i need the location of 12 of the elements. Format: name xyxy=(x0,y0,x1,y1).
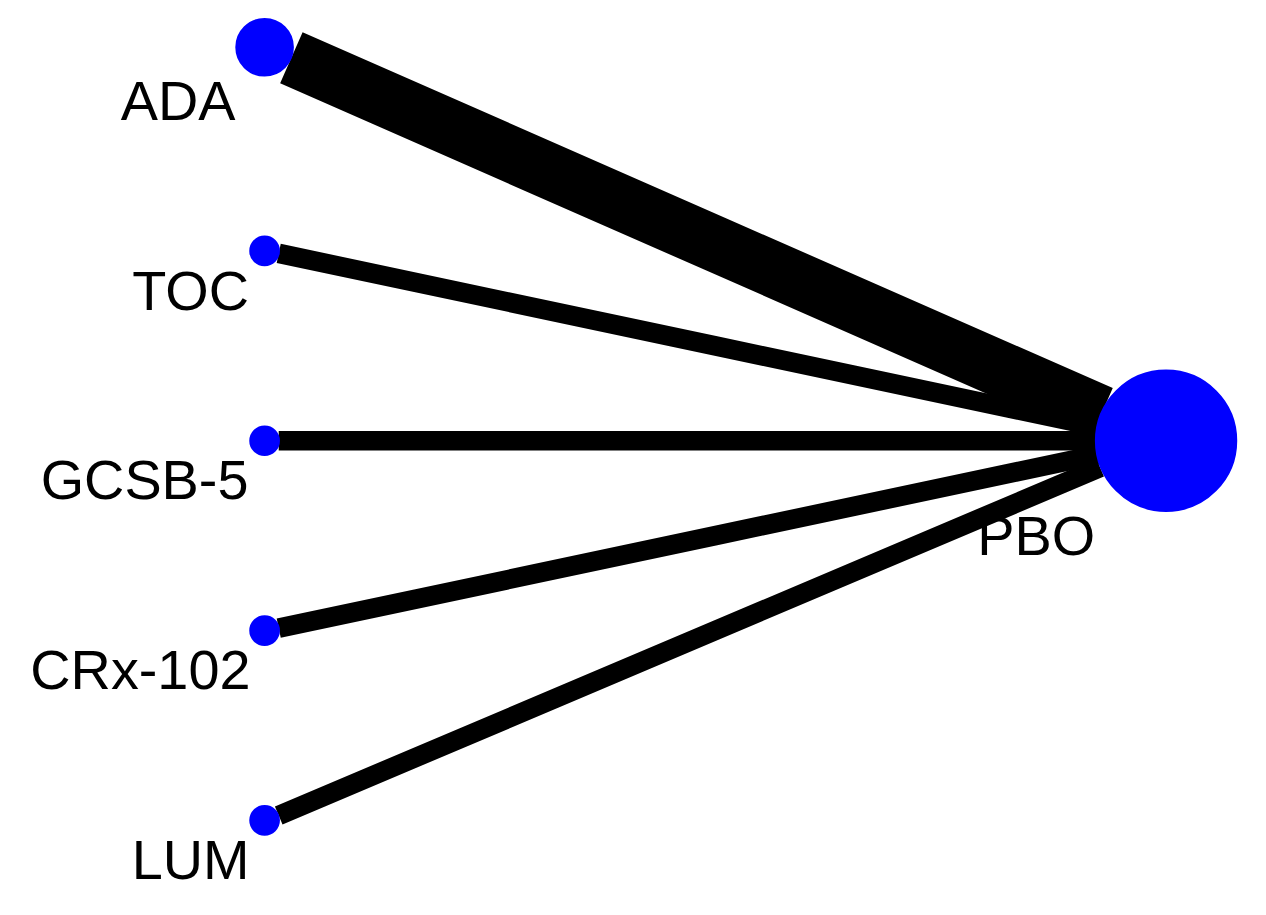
node-label: CRx-102 xyxy=(30,638,251,702)
node-circle xyxy=(249,615,280,646)
node-circle xyxy=(249,425,280,457)
node-circle xyxy=(1094,369,1238,512)
node-label: GCSB-5 xyxy=(40,448,249,512)
node-circle xyxy=(249,235,280,267)
node-circle xyxy=(249,804,280,836)
node-label: ADA xyxy=(120,68,236,132)
node-circle xyxy=(235,17,294,77)
connector xyxy=(278,431,1097,451)
node-label: LUM xyxy=(131,827,250,891)
node-label: TOC xyxy=(132,258,250,322)
